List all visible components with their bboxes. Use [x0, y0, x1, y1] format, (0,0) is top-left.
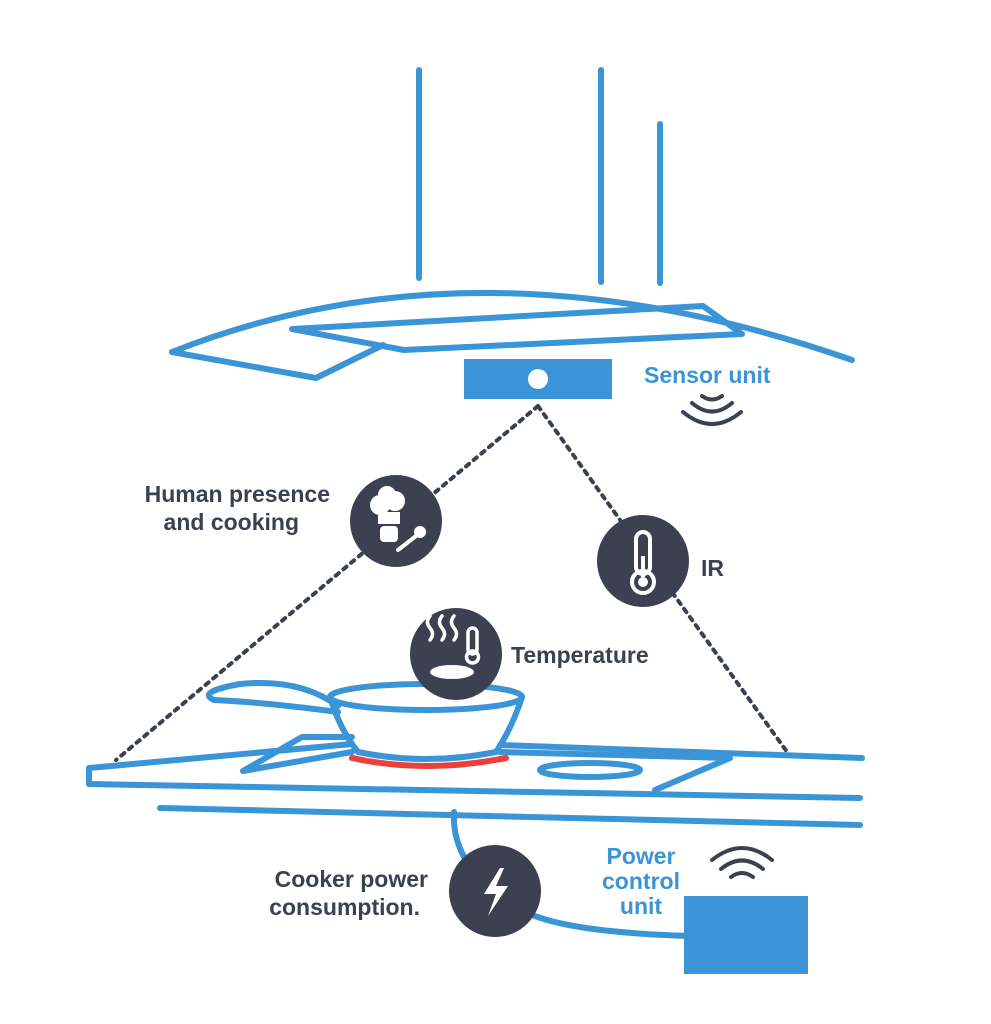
lightning-bolt-icon: [484, 868, 508, 916]
human-presence-label-line2: and cooking: [164, 509, 299, 535]
pan-handle: [205, 679, 341, 715]
power-control-label-line3: unit: [620, 893, 662, 919]
chef-spoon-icon: [370, 486, 426, 552]
hood-canopy-lower: [169, 342, 386, 381]
power-control-unit-box: [684, 896, 808, 974]
power-consumption-badge: [449, 845, 541, 937]
counter-bottom-edge: [157, 805, 863, 828]
thermometer-icon: [630, 530, 656, 595]
detection-line-left: [114, 404, 540, 762]
human-presence-label-line1: Human presence: [145, 481, 330, 507]
cooker-power-label-line1: Cooker power: [275, 866, 428, 892]
hob-surface: [240, 734, 733, 793]
active-burner-heat: [349, 755, 509, 769]
temperature-badge: [410, 608, 502, 700]
cooktop: [86, 679, 865, 828]
sensor-lens-icon: [528, 369, 548, 389]
counter-front-edge: [86, 781, 863, 801]
wifi-signal-icon: [681, 394, 743, 426]
rear-burner: [537, 760, 643, 780]
ir-label: IR: [701, 555, 724, 581]
hood-intake-panel: [289, 303, 745, 353]
sensor-unit-label: Sensor unit: [644, 362, 771, 388]
cooker-power-label-line2: consumption.: [269, 894, 420, 920]
human-presence-badge: [350, 475, 442, 567]
counter-top: [86, 741, 865, 771]
temperature-label: Temperature: [511, 642, 649, 668]
ir-badge: [597, 515, 689, 607]
power-control-label-line1: Power: [606, 843, 675, 869]
range-hood: [169, 67, 855, 381]
power-control-label-line2: control: [602, 868, 680, 894]
pan-body: [327, 694, 525, 762]
wifi-signal-icon: [710, 846, 774, 879]
hood-canopy-curve: [169, 289, 855, 363]
steam-thermometer-icon: [425, 614, 481, 679]
